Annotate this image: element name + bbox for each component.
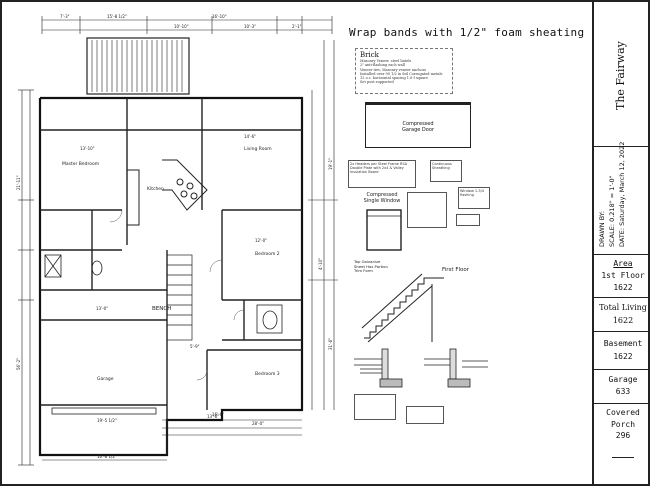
drawing-info-cell: DRAWN BY: SCALE: 0.218" = 1'-0" DATE: Sa… [594, 142, 650, 255]
svg-text:21'-11": 21'-11" [16, 175, 21, 190]
svg-text:13'-6": 13'-6" [207, 414, 219, 419]
garage-door-label: Compressed Garage Door [402, 121, 434, 133]
basement-value: 1622 [613, 352, 633, 361]
bedroom2-label: Bedroom 2 [255, 251, 280, 257]
kitchen-label: Kitchen [147, 186, 164, 192]
flashing-note: Window 1-3/4 flashing [458, 187, 490, 209]
wall-section-detail-left [354, 348, 403, 388]
total-living-cell: Total Living 1622 [594, 298, 650, 332]
window-small-note [456, 214, 480, 226]
wall-section-detail-right [424, 348, 488, 388]
svg-text:14'-6": 14'-6" [244, 134, 256, 139]
svg-text:10'-3": 10'-3" [244, 24, 256, 29]
brick-line: Veneer ties, Masonry veneer anchors [360, 67, 427, 72]
garage-label: Garage [97, 376, 114, 382]
svg-text:13'-10": 13'-10" [80, 146, 95, 151]
project-name: The Fairway [614, 41, 627, 110]
porch-value: 296 [615, 431, 631, 440]
basement-cell: Basement 1622 [594, 332, 650, 370]
sheathing-note: Continuous Sheathing [430, 160, 462, 182]
project-name-cell: The Fairway [594, 2, 650, 147]
first-floor-label: First Floor [442, 267, 470, 273]
svg-text:12'-0": 12'-0" [255, 238, 267, 243]
window-detail [366, 209, 402, 251]
porch-divider [612, 457, 634, 458]
garage-area-label: Garage [608, 375, 638, 384]
basement-label: Basement [603, 339, 643, 348]
title-block: The Fairway DRAWN BY: SCALE: 0.218" = 1'… [592, 2, 650, 486]
brick-heading: Brick [360, 51, 379, 59]
svg-text:15'-8 1/2": 15'-8 1/2" [107, 14, 127, 19]
master-bedroom-label: Master Bedroom [62, 161, 99, 167]
floor-plan: Garage BENCH Kitchen Living Room Bedroom… [16, 14, 338, 466]
svg-text:5'-9": 5'-9" [190, 344, 200, 349]
brick-line: 2" anti-flashing each wall [360, 63, 406, 68]
first-floor-area-cell: Area 1st Floor 1622 [594, 255, 650, 298]
brick-spec-box: Brick Masonry Veneer, steel lintels 2" a… [355, 48, 453, 94]
porch-cell: Covered Porch 296 [594, 404, 650, 486]
total-living-value: 1622 [612, 316, 634, 325]
scale: SCALE: 0.218" = 1'-0" [608, 175, 616, 247]
living-room-label: Living Room [244, 146, 272, 152]
brick-line: Masonry Veneer, steel lintels [360, 59, 412, 63]
garage-door-detail: Compressed Garage Door [365, 102, 471, 148]
brick-line: Set post supported [360, 80, 394, 85]
first-floor-area-label: 1st Floor [601, 271, 645, 280]
svg-text:31'-6": 31'-6" [328, 338, 333, 350]
area-label: Area [613, 259, 633, 268]
header-note: 2x Headers per Steel Frame RSA Double Pl… [348, 160, 416, 188]
svg-text:19'-5 1/2": 19'-5 1/2" [97, 418, 117, 423]
first-floor-area-value: 1622 [613, 283, 633, 292]
svg-text:16'-8 1/2": 16'-8 1/2" [97, 454, 117, 459]
svg-text:16'-6": 16'-6" [212, 412, 224, 417]
window-side-note [407, 192, 447, 228]
window-top-note: Top Galvanize Sheet Has Portion Trim For… [354, 259, 388, 273]
lower-note-left [354, 394, 396, 420]
svg-text:4'-10": 4'-10" [318, 258, 323, 270]
svg-text:19'-1": 19'-1" [328, 158, 333, 170]
svg-text:56'-2": 56'-2" [16, 358, 21, 370]
lower-note-right [406, 406, 444, 424]
bedroom3-label: Bedroom 3 [255, 371, 280, 377]
total-living-label: Total Living [599, 303, 647, 312]
date: DATE: Saturday, March 12, 2022 [618, 141, 626, 247]
svg-text:10'-10": 10'-10" [174, 24, 189, 29]
drawn-by: DRAWN BY: [598, 210, 606, 247]
svg-text:16'-10": 16'-10" [212, 14, 227, 19]
brick-line: 12 o.c. horizontal spacing 1.6 f square [360, 76, 429, 81]
window-detail-label: Compressed Single Window [363, 192, 401, 204]
garage-area-cell: Garage 633 [594, 370, 650, 404]
bench-label: BENCH [152, 306, 171, 312]
svg-text:28'-0": 28'-0" [252, 421, 264, 426]
wrap-bands-note: Wrap bands with 1/2" foam sheating [349, 26, 585, 39]
svg-text:13'-0": 13'-0" [96, 306, 108, 311]
porch-label: Covered Porch [606, 408, 640, 429]
svg-text:7'-3": 7'-3" [60, 14, 70, 19]
garage-area-value: 633 [615, 387, 631, 396]
svg-text:2'-1": 2'-1" [292, 24, 302, 29]
brick-line: Installed over 90 1/2 in foil Corrugated… [360, 71, 443, 76]
stair-section-detail [361, 273, 444, 343]
